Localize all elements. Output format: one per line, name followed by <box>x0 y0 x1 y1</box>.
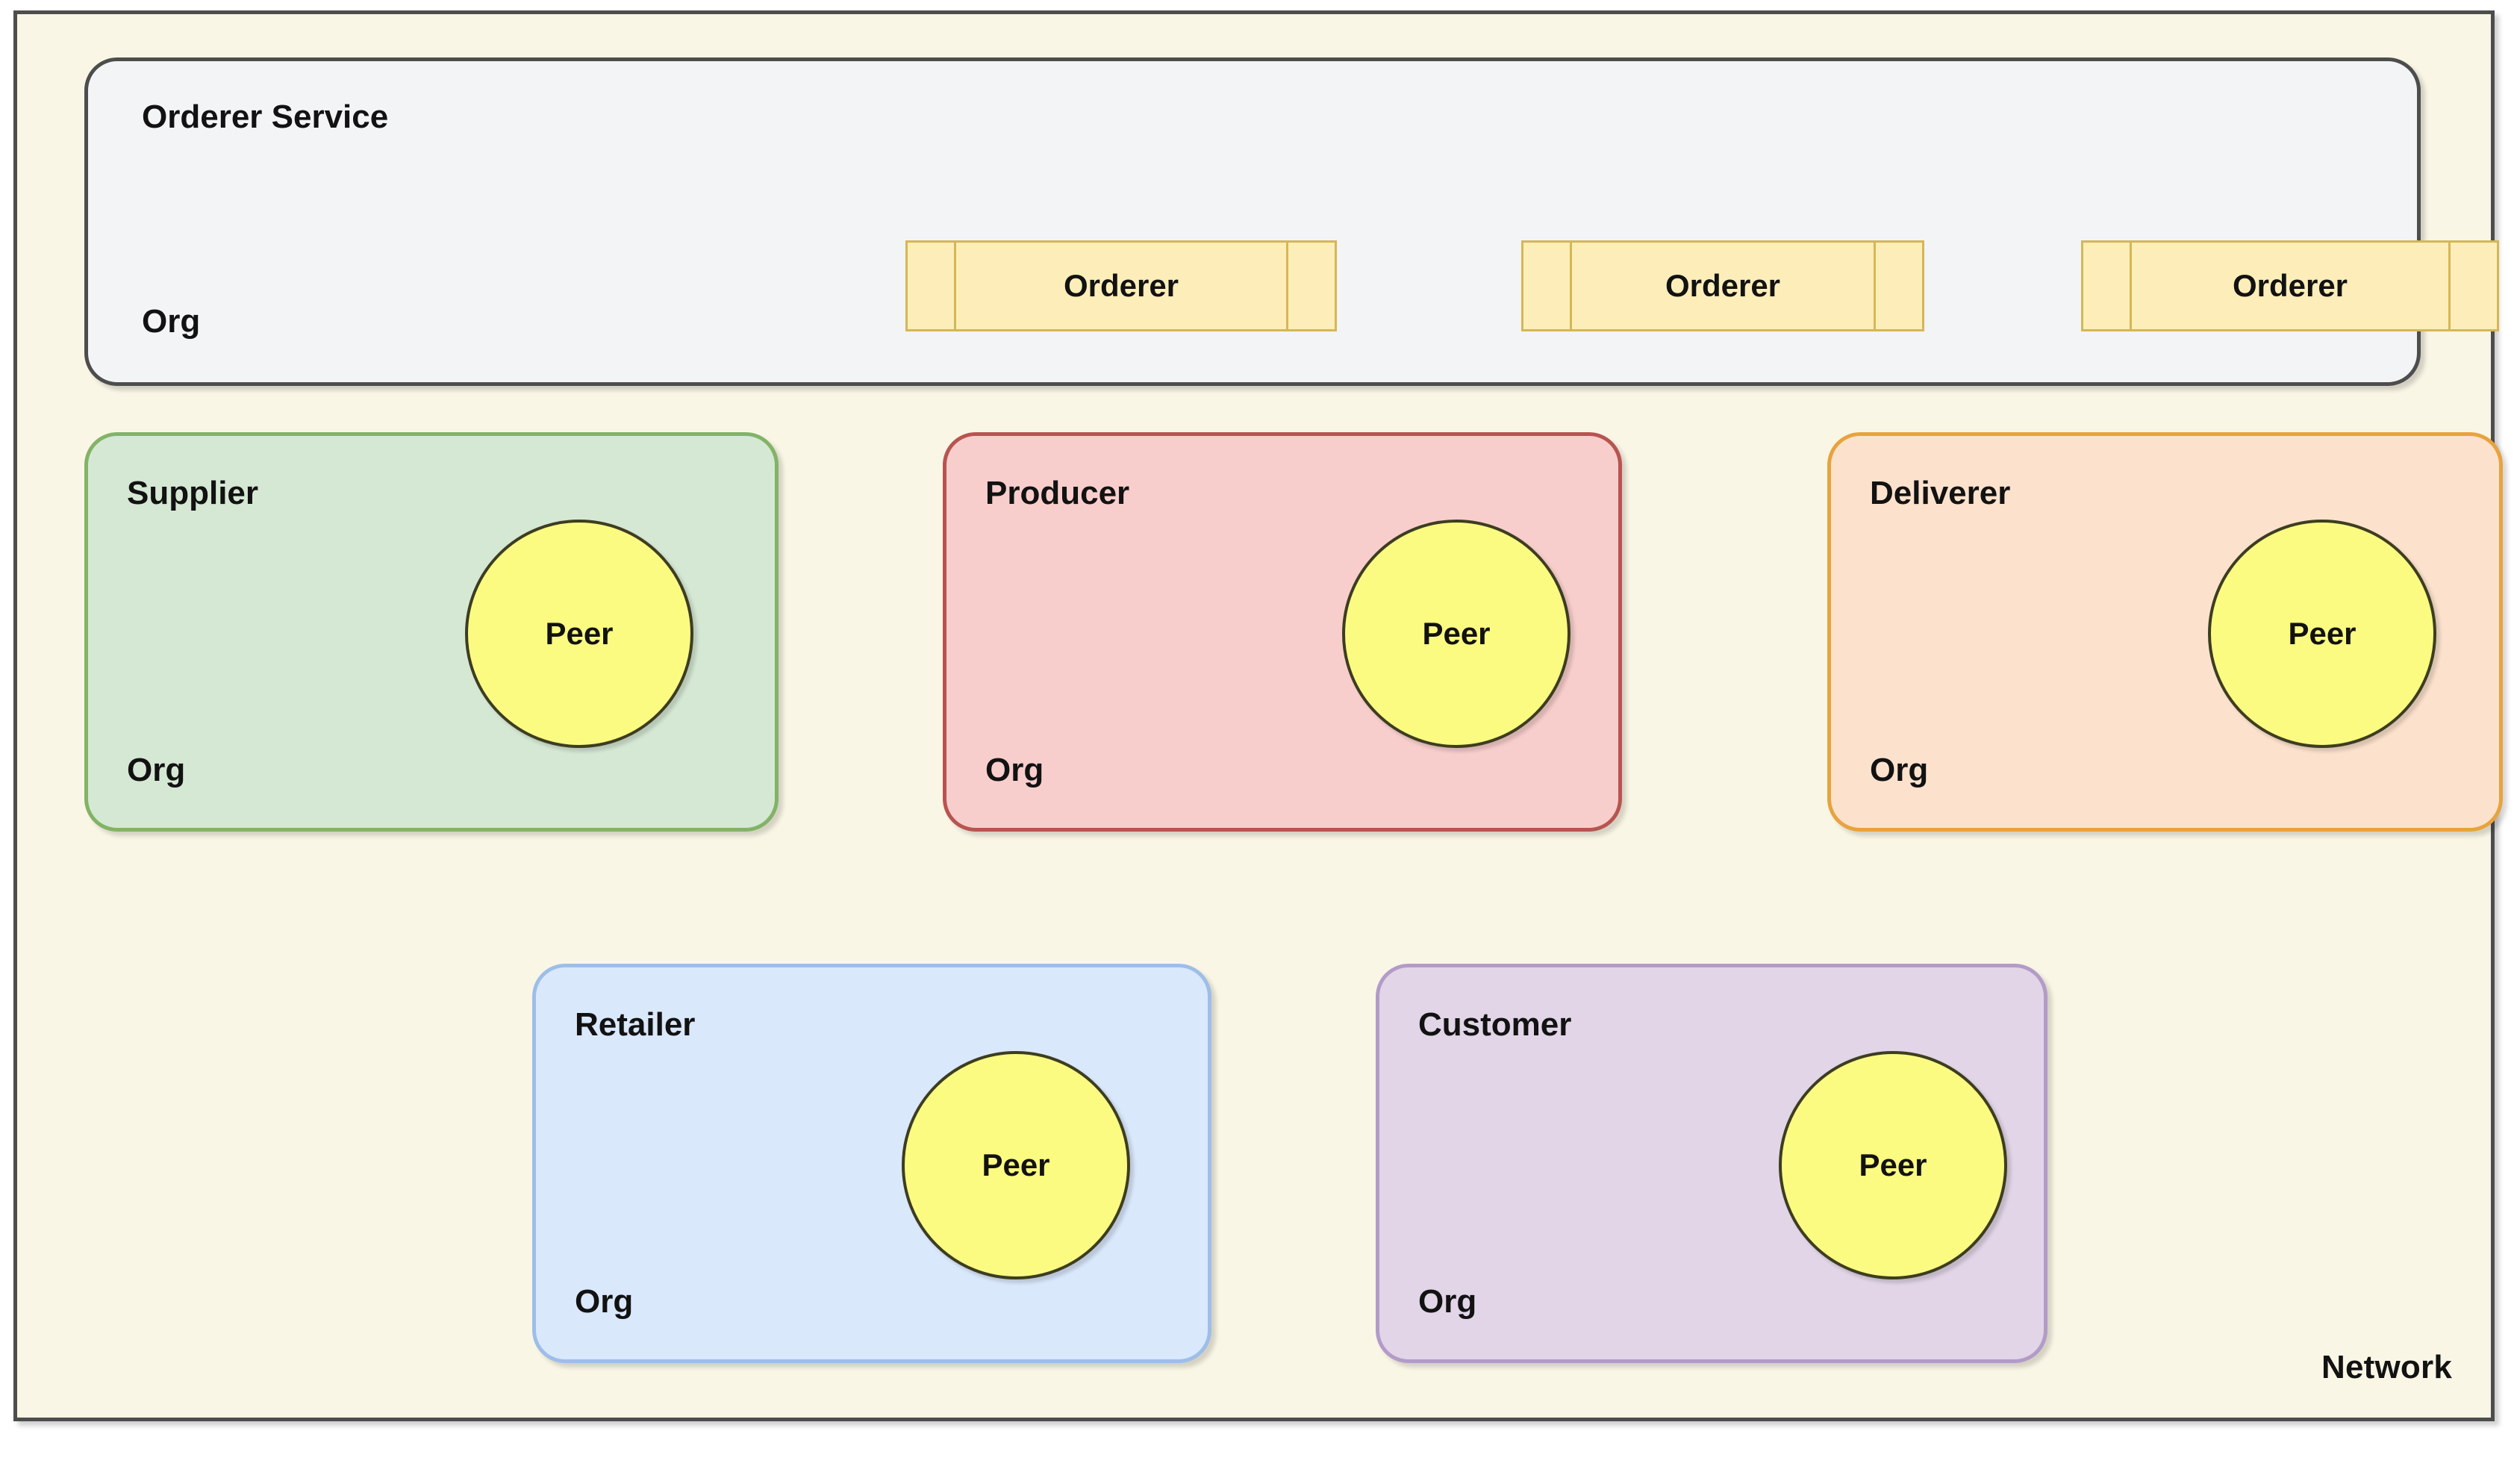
org-box-supplier[interactable]: Supplier Org Peer <box>84 432 779 832</box>
component-bar-left-icon <box>2130 240 2132 331</box>
org-box-deliverer[interactable]: Deliverer Org Peer <box>1827 432 2503 832</box>
peer-node-producer[interactable]: Peer <box>1342 520 1571 748</box>
orderer-node-3[interactable]: Orderer <box>2081 240 2499 331</box>
org-box-customer[interactable]: Customer Org Peer <box>1376 964 2047 1363</box>
component-bar-right-icon <box>1286 240 1288 331</box>
org-sub-label-retailer: Org <box>575 1283 634 1320</box>
org-title-deliverer: Deliverer <box>1870 475 2011 511</box>
org-box-producer[interactable]: Producer Org Peer <box>943 432 1622 832</box>
component-bar-left-icon <box>1570 240 1572 331</box>
org-title-customer: Customer <box>1418 1006 1572 1043</box>
orderer-node-label: Orderer <box>1063 268 1179 303</box>
org-sub-label-customer: Org <box>1418 1283 1477 1320</box>
peer-label: Peer <box>1422 616 1491 651</box>
org-title-supplier: Supplier <box>127 475 259 511</box>
org-title-producer: Producer <box>985 475 1130 511</box>
orderer-service-group: Orderer Service Org Orderer Orderer Orde… <box>84 57 2499 386</box>
peer-label: Peer <box>1859 1147 1927 1182</box>
peer-label: Peer <box>982 1147 1050 1182</box>
peer-label: Peer <box>2288 616 2357 651</box>
peer-node-retailer[interactable]: Peer <box>902 1051 1130 1279</box>
org-sub-label-producer: Org <box>985 752 1044 788</box>
component-bar-left-icon <box>954 240 956 331</box>
component-bar-right-icon <box>1874 240 1876 331</box>
peer-node-supplier[interactable]: Peer <box>465 520 693 748</box>
network-container: Orderer Service Org Orderer Orderer Orde… <box>13 10 2503 1421</box>
orderer-service-title: Orderer Service <box>142 99 389 135</box>
network-label: Network <box>2321 1349 2452 1385</box>
orderer-node-2[interactable]: Orderer <box>1521 240 1924 331</box>
org-title-retailer: Retailer <box>575 1006 696 1043</box>
peer-node-customer[interactable]: Peer <box>1779 1051 2007 1279</box>
orderer-node-label: Orderer <box>2232 268 2348 303</box>
component-bar-right-icon <box>2448 240 2451 331</box>
peer-node-deliverer[interactable]: Peer <box>2208 520 2436 748</box>
orderer-node-label: Orderer <box>1665 268 1781 303</box>
orderer-service-org-label: Org <box>142 303 201 340</box>
org-sub-label-supplier: Org <box>127 752 186 788</box>
org-sub-label-deliverer: Org <box>1870 752 1929 788</box>
peer-label: Peer <box>545 616 614 651</box>
org-box-retailer[interactable]: Retailer Org Peer <box>532 964 1211 1363</box>
orderer-node-1[interactable]: Orderer <box>905 240 1337 331</box>
